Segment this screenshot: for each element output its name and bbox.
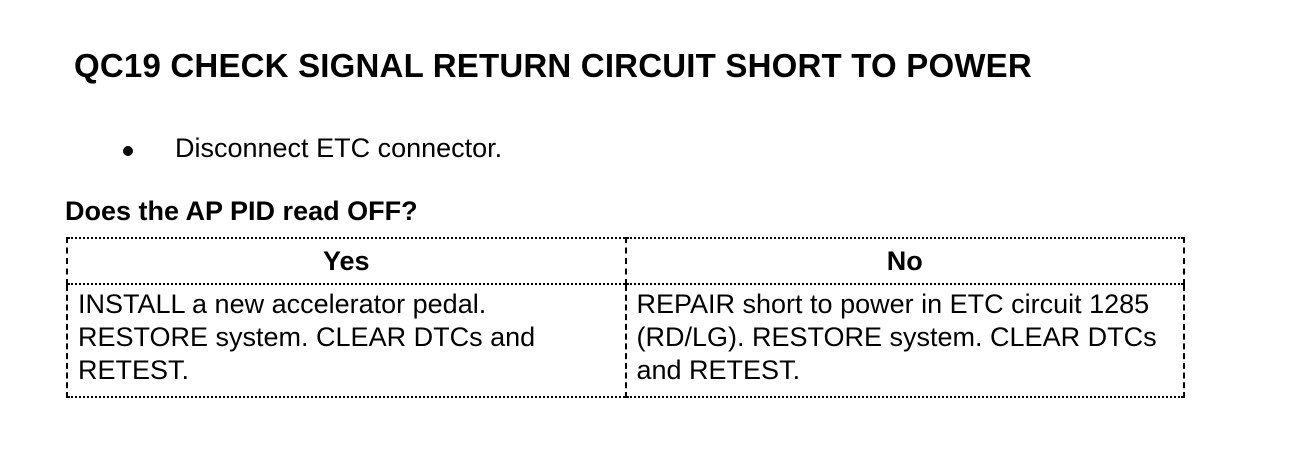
bullet-icon: [123, 146, 133, 156]
table-header-row: Yes No: [66, 237, 1185, 285]
question-text: Does the AP PID read OFF?: [65, 196, 418, 226]
bullet-list-item: Disconnect ETC connector.: [123, 133, 502, 164]
table-header-yes: Yes: [66, 237, 627, 285]
decision-table: Yes No INSTALL a new accelerator pedal. …: [66, 237, 1185, 398]
bullet-item-text: Disconnect ETC connector.: [175, 133, 503, 163]
cell-yes-action: INSTALL a new accelerator pedal. RESTORE…: [66, 283, 627, 398]
decision-table-body: INSTALL a new accelerator pedal. RESTORE…: [66, 283, 1185, 398]
decision-table-header: Yes No: [66, 237, 1185, 285]
table-row: INSTALL a new accelerator pedal. RESTORE…: [66, 283, 1185, 398]
table-header-no: No: [624, 237, 1185, 285]
page-title: QC19 CHECK SIGNAL RETURN CIRCUIT SHORT T…: [74, 47, 1032, 84]
cell-no-action: REPAIR short to power in ETC circuit 128…: [624, 283, 1185, 398]
